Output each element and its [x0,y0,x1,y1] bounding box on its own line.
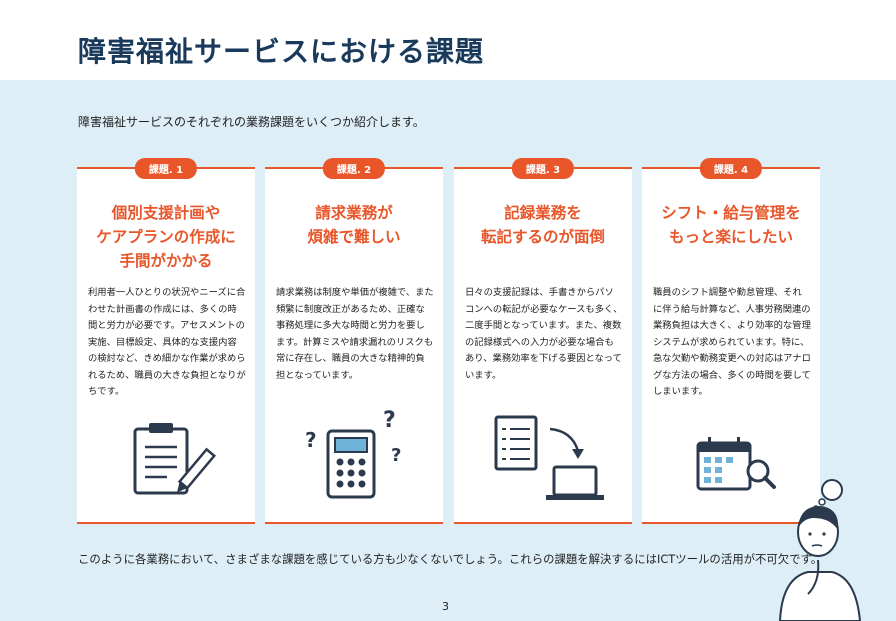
svg-text:?: ? [383,408,396,433]
page-header: 障害福祉サービスにおける課題 [0,0,896,80]
calendar-magnifier-icon [696,437,776,491]
intro-text: 障害福祉サービスのそれぞれの業務課題をいくつか紹介します。 [78,115,425,129]
svg-text:?: ? [305,428,317,452]
page-title: 障害福祉サービスにおける課題 [78,35,485,68]
thinking-person-illustration [778,479,862,621]
svg-text:?: ? [391,445,401,466]
issue-description: 請求業務は制度や単価が複雑で、また頻繁に制度改正があるため、正確な事務処理に多大… [276,287,434,381]
issue-description: 利用者一人ひとりの状況やニーズに合わせた計画書の作成には、多くの時間と労力が必要… [88,287,246,397]
document-to-laptop-icon [494,415,604,500]
issue-title: 個別支援計画や ケアプランの作成に 手間がかかる [96,204,236,270]
issue-description: 日々の支援記録は、手書きからパソコンへの転記が必要なケースも多く、二度手間となっ… [465,287,623,381]
issue-badge: 課題. 2 [322,158,386,179]
summary-text: このように各業務において、さまざまな課題を感じている方も少なくないでしょう。これ… [78,552,823,566]
issue-card-1: 課題. 1 個別支援計画や ケアプランの作成に 手間がかかる 利用者一人ひとりの… [77,158,255,524]
issue-title: シフト・給与管理を もっと楽にしたい [661,204,801,246]
issue-badge: 課題. 1 [134,158,198,179]
calculator-question-icon: ? ? ? [305,408,401,499]
issue-badge: 課題. 4 [699,158,763,179]
issue-title: 請求業務が 煩雑で難しい [307,204,401,246]
issue-card-2: 課題. 2 請求業務が 煩雑で難しい 請求業務は制度や単価が複雑で、また頻繁に制… [265,158,443,524]
issue-badge: 課題. 3 [511,158,575,179]
issue-title: 記録業務を 転記するのが面倒 [480,204,605,246]
page-number: 3 [442,600,449,613]
issue-card-3: 課題. 3 記録業務を 転記するのが面倒 日々の支援記録は、手書きからパソコンへ… [454,158,632,524]
clipboard-pencil-icon [133,423,217,495]
issue-description: 職員のシフト調整や勤怠管理、それに伴う給与計算など、人事労務関連の業務負担は大き… [653,287,811,397]
issue-card-4: 課題. 4 シフト・給与管理を もっと楽にしたい 職員のシフト調整や勤怠管理、そ… [642,158,820,524]
